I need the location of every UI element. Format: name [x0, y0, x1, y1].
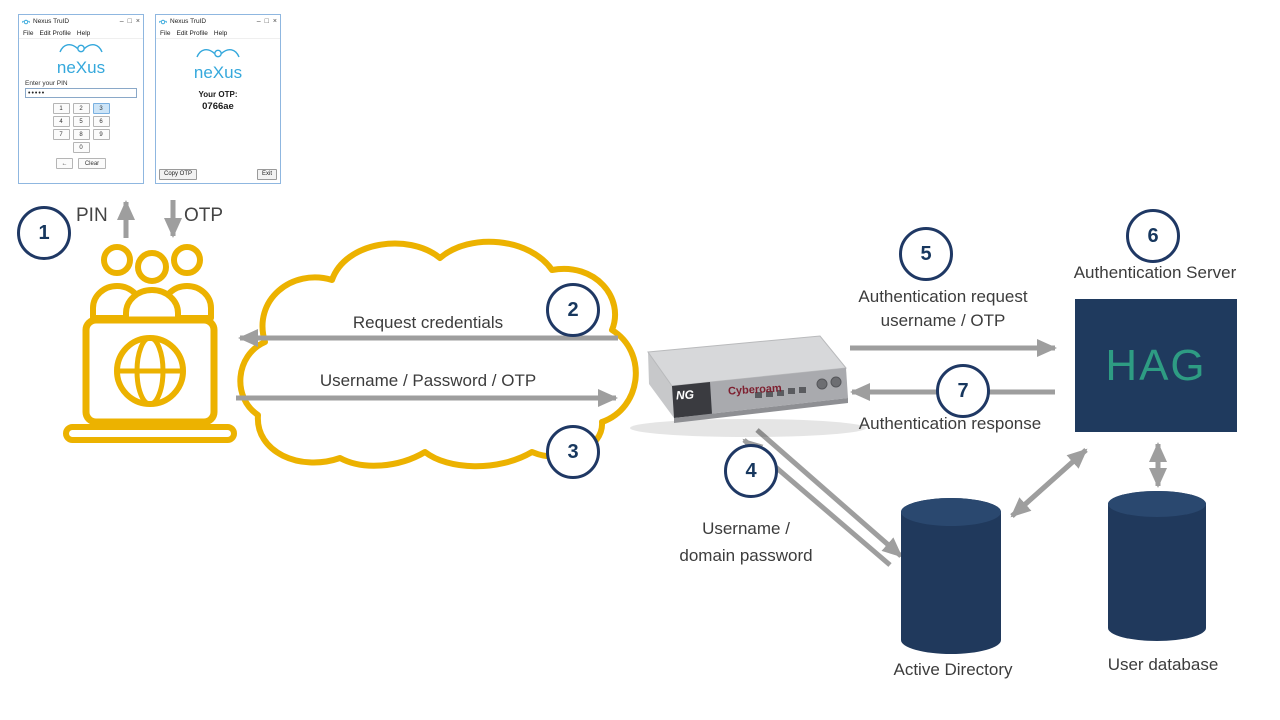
maximize-icon[interactable]: □: [264, 18, 269, 25]
auth-request-label-line1: Authentication request: [858, 287, 1028, 306]
nexus-otp-window: Nexus TruID – □ × File Edit Profile Help…: [155, 14, 281, 184]
pin-window-titlebar[interactable]: Nexus TruID – □ ×: [19, 15, 143, 28]
key-6[interactable]: 6: [92, 116, 110, 127]
hag-label: HAG: [1105, 340, 1207, 390]
auth-server-label: Authentication Server: [1073, 263, 1237, 282]
menu-edit-profile[interactable]: Edit Profile: [176, 29, 208, 37]
nexus-wordmark: neXus: [193, 63, 243, 82]
pin-input[interactable]: •••••: [25, 88, 137, 98]
nexus-wings-icon: [196, 49, 240, 58]
nexus-logo: neXus: [156, 47, 280, 81]
appliance-to-ad-arrow: [755, 428, 903, 558]
close-icon[interactable]: ×: [272, 18, 277, 25]
nexus-app-icon: [159, 19, 167, 24]
clear-key[interactable]: Clear: [78, 158, 106, 169]
step-circle-7: 7: [936, 364, 990, 418]
pin-prompt: Enter your PIN: [25, 80, 68, 87]
key-3[interactable]: 3: [92, 103, 110, 114]
hag-to-ad-arrow: [1010, 448, 1088, 518]
auth-request-label-line2: username / OTP: [880, 311, 1006, 330]
key-7[interactable]: 7: [52, 129, 70, 140]
cyberoam-appliance: [630, 335, 866, 437]
maximize-icon[interactable]: □: [127, 18, 132, 25]
minimize-icon[interactable]: –: [256, 18, 261, 25]
username-domain-label-line2: domain password: [679, 546, 813, 565]
otp-label: Your OTP:: [198, 90, 238, 99]
nexus-wordmark: neXus: [56, 58, 106, 77]
menu-help[interactable]: Help: [213, 29, 228, 37]
key-2[interactable]: 2: [72, 103, 90, 114]
otp-value: 0766ae: [202, 101, 234, 112]
pin-keypad-extra: ← Clear: [19, 158, 143, 169]
username-domain-label-line1: Username /: [702, 519, 790, 538]
window-title: Nexus TruID: [170, 18, 207, 25]
step-circle-5: 5: [899, 227, 953, 281]
pin-window-menubar: File Edit Profile Help: [19, 28, 143, 39]
key-1[interactable]: 1: [52, 103, 70, 114]
step-circle-4: 4: [724, 444, 778, 498]
active-directory-cylinder: [901, 498, 1001, 654]
key-5[interactable]: 5: [72, 116, 90, 127]
menu-edit-profile[interactable]: Edit Profile: [39, 29, 71, 37]
username-password-otp-label: Username / Password / OTP: [319, 371, 537, 390]
nexus-app-icon: [22, 19, 30, 24]
backspace-key[interactable]: ←: [56, 158, 73, 169]
menu-file[interactable]: File: [23, 29, 34, 37]
active-directory-label: Active Directory: [893, 660, 1013, 679]
close-icon[interactable]: ×: [135, 18, 140, 25]
user-database-label: User database: [1107, 655, 1219, 674]
menu-help[interactable]: Help: [76, 29, 91, 37]
users-icon: [90, 244, 214, 327]
nexus-pin-window: Nexus TruID – □ × File Edit Profile Help…: [18, 14, 144, 184]
key-8[interactable]: 8: [72, 129, 90, 140]
appliance-model-label: NG: [675, 387, 695, 403]
pin-masked-value: •••••: [28, 90, 46, 97]
step-circle-2: 2: [546, 283, 600, 337]
menu-file[interactable]: File: [160, 29, 171, 37]
otp-window-menubar: File Edit Profile Help: [156, 28, 280, 39]
step-circle-3: 3: [546, 425, 600, 479]
auth-response-label: Authentication response: [858, 414, 1042, 433]
request-credentials-label: Request credentials: [352, 313, 504, 332]
otp-window-titlebar[interactable]: Nexus TruID – □ ×: [156, 15, 280, 28]
pin-arrow-label: PIN: [76, 205, 108, 226]
key-9[interactable]: 9: [92, 129, 110, 140]
pin-keypad: 1 2 3 4 5 6 7 8 9 0: [19, 103, 143, 153]
window-title: Nexus TruID: [33, 18, 70, 25]
user-database-cylinder: [1108, 491, 1206, 641]
hag-server-box: HAG: [1075, 299, 1237, 432]
step-circle-6: 6: [1126, 209, 1180, 263]
minimize-icon[interactable]: –: [119, 18, 124, 25]
nexus-logo: neXus: [19, 42, 143, 76]
laptop-globe-icon: [63, 316, 237, 443]
step-circle-1: 1: [17, 206, 71, 260]
key-0[interactable]: 0: [72, 142, 90, 153]
cloud-shape: [237, 238, 639, 470]
copy-otp-button[interactable]: Copy OTP: [159, 168, 198, 180]
exit-button[interactable]: Exit: [256, 168, 277, 180]
otp-arrow-label: OTP: [184, 205, 224, 226]
otp-window-buttons: Copy OTP Exit: [159, 168, 277, 180]
nexus-wings-icon: [59, 44, 103, 53]
key-4[interactable]: 4: [52, 116, 70, 127]
